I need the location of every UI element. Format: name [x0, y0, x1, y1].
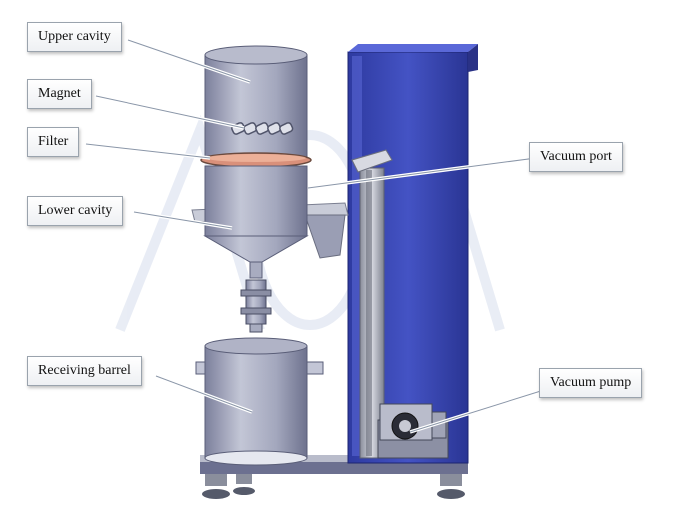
- upper-cavity-cylinder: [204, 45, 308, 158]
- label-magnet: Magnet: [27, 79, 92, 109]
- label-lower-cavity: Lower cavity: [27, 196, 124, 226]
- receiving-barrel: [195, 337, 324, 466]
- label-vacuum-port: Vacuum port: [529, 142, 623, 172]
- label-receiving-barrel: Receiving barrel: [27, 356, 142, 386]
- filter-disc: [200, 152, 312, 168]
- lower-cavity-cylinder: [203, 165, 309, 279]
- label-upper-cavity: Upper cavity: [27, 22, 122, 52]
- label-filter: Filter: [27, 127, 80, 157]
- magnet-rods: [231, 122, 294, 135]
- label-vacuum-pump: Vacuum pump: [539, 368, 643, 398]
- valve-coupling: [240, 279, 272, 333]
